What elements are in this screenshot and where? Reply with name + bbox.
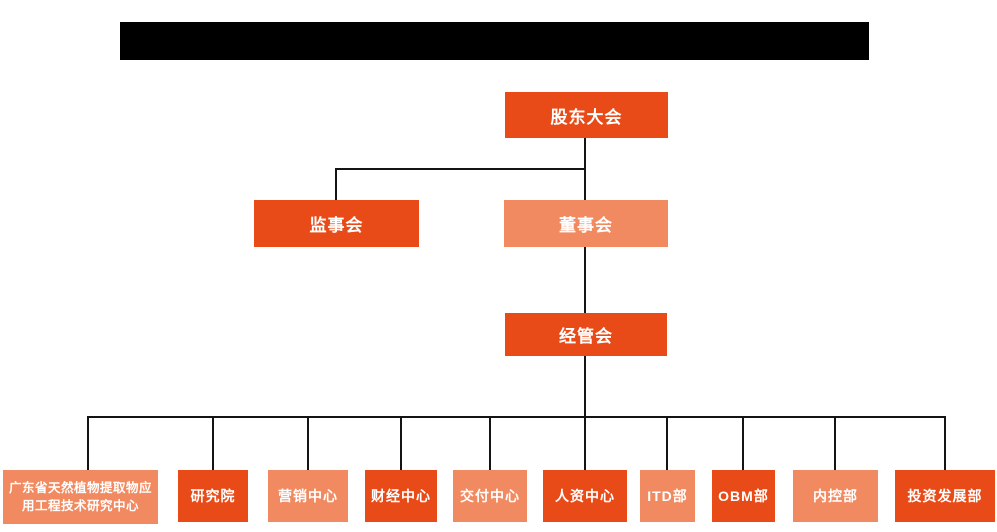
connector-drop — [307, 416, 309, 470]
org-node-supervisory-board: 监事会 — [254, 200, 419, 247]
connector-drop — [212, 416, 214, 470]
org-node-finance-center: 财经中心 — [365, 470, 437, 522]
org-node-internal-control-department: 内控部 — [793, 470, 878, 522]
org-node-research-institute: 研究院 — [178, 470, 248, 522]
org-node-itd-department: ITD部 — [640, 470, 695, 522]
org-node-marketing-center: 营销中心 — [268, 470, 348, 522]
connector-line — [335, 168, 586, 170]
org-node-hr-center: 人资中心 — [543, 470, 627, 522]
connector-drop — [944, 416, 946, 470]
connector-drop — [666, 416, 668, 470]
redacted-title-bar — [120, 22, 869, 60]
org-node-shareholders-meeting: 股东大会 — [505, 92, 668, 138]
connector-drop — [742, 416, 744, 470]
connector-drop — [489, 416, 491, 470]
org-node-investment-development-department: 投资发展部 — [895, 470, 995, 522]
connector-line — [584, 355, 586, 470]
connector-drop — [834, 416, 836, 470]
org-node-guangdong-research-center: 广东省天然植物提取物应用工程技术研究中心 — [3, 470, 158, 524]
connector-line — [335, 168, 337, 200]
connector-drop — [87, 416, 89, 470]
org-node-board-of-directors: 董事会 — [504, 200, 668, 247]
connector-drop — [400, 416, 402, 470]
org-node-obm-department: OBM部 — [712, 470, 775, 522]
connector-line — [584, 246, 586, 314]
connector-rail — [87, 416, 946, 418]
org-node-management-committee: 经管会 — [505, 313, 667, 356]
org-node-delivery-center: 交付中心 — [453, 470, 527, 522]
